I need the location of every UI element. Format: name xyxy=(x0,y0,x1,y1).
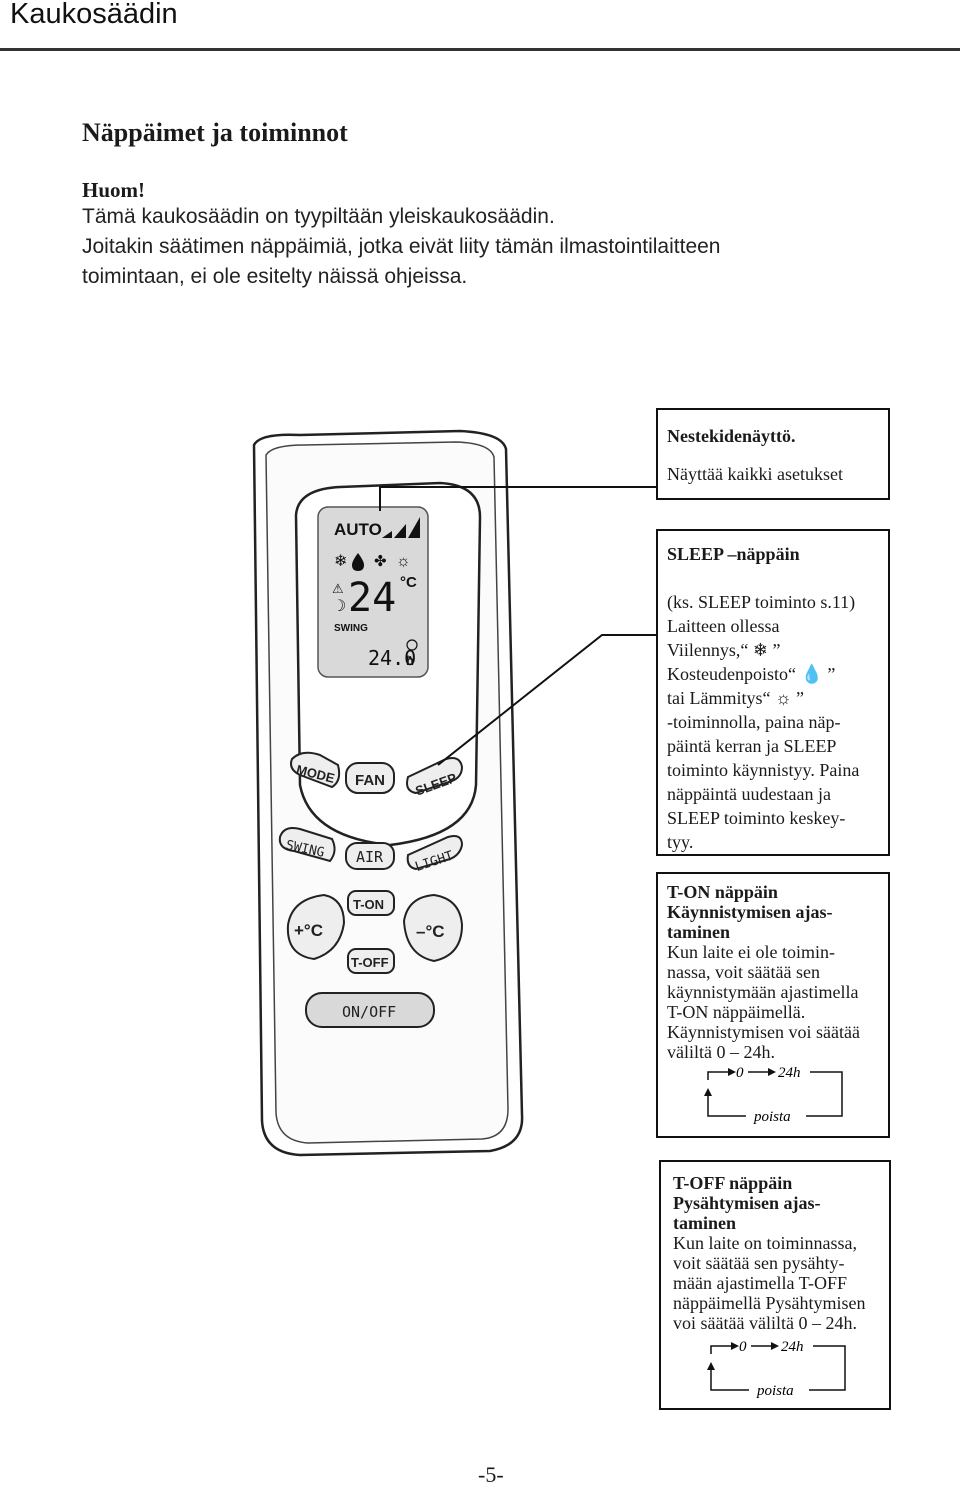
sleep-callout-connector xyxy=(437,634,660,766)
temp-down-button-label: –°C xyxy=(416,922,445,941)
t-off-callout-box: T-OFF näppäin Pysähtymisen ajas- taminen… xyxy=(659,1160,891,1410)
fan-button-label: FAN xyxy=(355,772,385,789)
t-on-button-label: T-ON xyxy=(353,897,384,912)
sleep-callout-title: SLEEP –näppäin xyxy=(667,544,800,564)
moon-icon: ☽ xyxy=(332,598,346,615)
sun-icon: ☼ xyxy=(774,688,792,708)
swing-button xyxy=(278,827,336,863)
sleep-callout-line: tyy. xyxy=(667,832,694,852)
page-number: -5- xyxy=(478,1462,504,1487)
lcd-auto-label: AUTO xyxy=(334,520,382,539)
t-off-cycle-diagram: 0 24h poista xyxy=(707,1340,846,1399)
t-on-callout-body: käynnistymään ajastimella xyxy=(667,982,859,1002)
arrow-up-icon xyxy=(707,1362,715,1370)
sleep-callout-line: näppäintä uudestaan ja xyxy=(667,784,831,804)
t-off-callout-body: voi säätää väliltä 0 – 24h. xyxy=(673,1313,857,1333)
on-off-button-label: ON/OFF xyxy=(342,1003,396,1021)
sleep-callout-line: -toiminnolla, paina näp- xyxy=(667,712,841,732)
arrow-up-icon xyxy=(704,1088,712,1096)
t-on-range-to: 24h xyxy=(778,1066,801,1081)
lcd-callout-connector xyxy=(379,486,660,511)
lcd-callout-box: Nestekidenäyttö. Näyttää kaikki asetukse… xyxy=(656,408,890,500)
arrow-right-icon xyxy=(771,1342,779,1350)
t-on-callout-body: nassa, voit säätää sen xyxy=(667,962,820,982)
sun-icon: ☼ xyxy=(396,553,411,570)
t-on-callout-body: väliltä 0 – 24h. xyxy=(667,1042,775,1062)
temp-down-button xyxy=(402,893,464,963)
lcd-temperature: 24 xyxy=(348,575,396,621)
t-on-cycle-diagram: 0 24h poista xyxy=(704,1066,843,1125)
warning-icon: ⚠ xyxy=(332,581,344,596)
note-heading: Huom! xyxy=(82,178,145,202)
on-off-button xyxy=(305,992,435,1028)
sleep-callout-line: Kosteudenpoisto“ 💧 ” xyxy=(667,664,836,684)
air-button xyxy=(345,842,395,870)
remote-control-illustration: AUTO ❄ ✤ ☼ ⚠ ☽ 24 °C SWING 24.0 h MODE F… xyxy=(252,429,660,1157)
t-on-cancel-label: poista xyxy=(753,1109,791,1125)
sleep-callout-line: tai Lämmitys“ ☼ ” xyxy=(667,688,804,708)
t-off-callout-body: mään ajastimella T-OFF xyxy=(673,1273,847,1293)
lcd-temp-unit: °C xyxy=(400,574,417,591)
t-on-callout-body: Kun laite ei ole toimin- xyxy=(667,942,835,962)
note-line: toimintaan, ei ole esitelty näissä ohjei… xyxy=(82,265,468,288)
lcd-callout-text: Näyttää kaikki asetukset xyxy=(667,464,843,484)
sleep-callout-ref: (ks. SLEEP toiminto s.11) xyxy=(667,592,856,612)
t-off-range-from: 0 xyxy=(739,1340,747,1355)
sleep-button xyxy=(406,757,464,795)
lcd-timer: 24.0 xyxy=(368,646,416,670)
lcd-swing-label: SWING xyxy=(334,623,368,634)
snowflake-icon: ❄ xyxy=(752,640,768,660)
t-off-button xyxy=(347,948,395,974)
lcd-panel xyxy=(317,506,429,678)
t-on-callout-title: T-ON näppäin xyxy=(667,882,778,902)
t-on-range-from: 0 xyxy=(736,1066,744,1081)
t-on-callout-box: T-ON näppäin Käynnistymisen ajas- tamine… xyxy=(656,872,890,1138)
t-off-cancel-label: poista xyxy=(756,1383,794,1399)
t-off-callout-title: taminen xyxy=(673,1213,736,1233)
t-on-callout-body: T-ON näppäimellä. xyxy=(667,1002,806,1022)
header-divider xyxy=(0,48,960,51)
arrow-right-icon xyxy=(768,1068,776,1076)
t-on-callout-title: taminen xyxy=(667,922,730,942)
fan-button xyxy=(345,762,395,794)
mode-button xyxy=(290,751,341,789)
sleep-callout-line: Viilennys,“ ❄ ” xyxy=(667,640,781,660)
t-off-callout-body: voit säätää sen pysähty- xyxy=(673,1253,845,1273)
t-on-callout-body: Käynnistymisen voi säätää xyxy=(667,1022,860,1042)
sleep-callout-line: SLEEP toiminto keskey- xyxy=(667,808,846,828)
sleep-callout-line: toiminto käynnistyy. Paina xyxy=(667,760,860,780)
sleep-callout-line: Laitteen ollessa xyxy=(667,616,780,636)
lcd-callout-title: Nestekidenäyttö. xyxy=(667,426,796,446)
snowflake-icon: ❄ xyxy=(334,553,347,570)
t-on-callout-title: Käynnistymisen ajas- xyxy=(667,902,833,922)
t-off-callout-body: näppäimellä Pysähtymisen xyxy=(673,1293,866,1313)
sleep-callout-line: päintä kerran ja SLEEP xyxy=(667,736,837,756)
t-off-callout-title: T-OFF näppäin xyxy=(673,1173,793,1193)
air-button-label: AIR xyxy=(356,848,384,866)
fan-icon: ✤ xyxy=(374,554,387,570)
t-off-button-label: T-OFF xyxy=(351,955,389,970)
t-on-button xyxy=(347,890,395,916)
temp-up-button xyxy=(286,893,346,961)
sleep-callout-box: SLEEP –näppäin (ks. SLEEP toiminto s.11)… xyxy=(656,529,890,856)
fan-speed-bars-icon xyxy=(382,517,420,538)
lcd-timer-unit: h xyxy=(406,653,414,668)
note-line: Joitakin säätimen näppäimiä, jotka eivät… xyxy=(82,235,721,258)
light-button xyxy=(406,835,464,871)
drop-icon xyxy=(352,553,364,571)
t-off-callout-body: Kun laite on toiminnassa, xyxy=(673,1233,857,1253)
page-header-title: Kaukosäädin xyxy=(10,0,178,30)
temp-up-button-label: +°C xyxy=(294,921,323,940)
section-title: Näppäimet ja toiminnot xyxy=(82,118,348,147)
clock-icon xyxy=(406,639,418,651)
arrow-right-icon xyxy=(728,1068,736,1076)
note-line: Tämä kaukosäädin on tyypiltään yleiskauk… xyxy=(82,205,555,228)
t-off-range-to: 24h xyxy=(781,1340,804,1355)
t-off-callout-title: Pysähtymisen ajas- xyxy=(673,1193,821,1213)
arrow-right-icon xyxy=(731,1342,739,1350)
drop-icon: 💧 xyxy=(800,664,823,684)
